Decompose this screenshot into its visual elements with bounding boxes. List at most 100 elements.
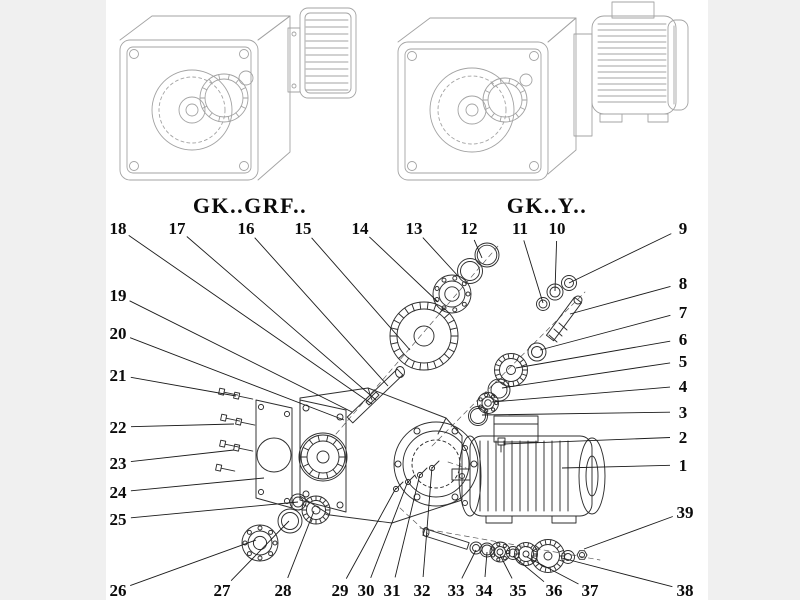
callout-number-25: 25: [110, 510, 127, 529]
leader-line-5: [501, 362, 671, 389]
leader-line-11: [523, 240, 544, 304]
leader-line-23: [130, 449, 235, 463]
axis-motor: [447, 461, 467, 469]
callout-number-9: 9: [679, 219, 688, 238]
axis-input-shaft: [335, 245, 499, 435]
leader-line-28: [287, 510, 315, 579]
callout-number-15: 15: [295, 219, 312, 238]
callout-number-12: 12: [461, 219, 478, 238]
leader-line-17: [186, 236, 377, 401]
callout-number-37: 37: [582, 581, 600, 600]
gear-37: [514, 542, 538, 566]
callout-number-20: 20: [110, 324, 127, 343]
callout-number-31: 31: [384, 581, 401, 600]
leader-line-29: [345, 487, 397, 579]
output-shaft: [422, 527, 470, 550]
callout-number-7: 7: [679, 303, 688, 322]
callout-number-28: 28: [275, 581, 292, 600]
leader-line-7: [539, 314, 671, 351]
model-label-gky: GK..Y..: [507, 193, 588, 218]
callout-labels: 1234567891011121314151617181920212223242…: [110, 219, 694, 600]
axis-lower: [399, 507, 429, 535]
callout-number-35: 35: [510, 581, 527, 600]
snap-ring: [474, 242, 500, 268]
retaining-ring: [289, 493, 307, 511]
leader-line-34: [484, 551, 488, 578]
exploded-view: [215, 242, 606, 573]
leader-line-33: [461, 549, 477, 579]
leader-line-16: [254, 237, 389, 387]
leader-line-32: [422, 466, 433, 578]
page-margin-left: [0, 0, 106, 600]
callout-number-22: 22: [110, 418, 127, 437]
leader-line-3: [481, 411, 671, 416]
callout-number-1: 1: [679, 456, 688, 475]
leader-line-13: [422, 237, 459, 277]
callout-number-2: 2: [679, 428, 688, 447]
callout-number-18: 18: [110, 219, 127, 238]
callout-number-24: 24: [110, 483, 128, 502]
callout-number-19: 19: [110, 286, 127, 305]
leader-line-30: [370, 480, 409, 579]
callout-number-11: 11: [512, 219, 528, 238]
electric-motor: [451, 415, 606, 524]
leader-line-14: [369, 236, 439, 303]
washer-end: [561, 550, 575, 564]
housing-input-gear: [300, 434, 346, 480]
leader-line-19: [129, 300, 353, 413]
bevel-pinion-shaft: [545, 295, 583, 343]
callout-number-13: 13: [406, 219, 423, 238]
gear-housing: [298, 387, 479, 524]
leader-lines: [128, 233, 673, 588]
callout-number-34: 34: [476, 581, 494, 600]
small-ring-9: [561, 275, 577, 291]
lock-nut-39: [576, 550, 588, 560]
leader-line-4: [491, 386, 671, 403]
callout-number-39: 39: [677, 503, 694, 522]
callout-number-27: 27: [214, 581, 232, 600]
flange-plate: [255, 399, 293, 509]
leader-line-2: [503, 437, 671, 445]
leader-line-1: [561, 464, 671, 469]
leader-line-10: [554, 240, 558, 292]
callout-number-23: 23: [110, 454, 127, 473]
leader-line-35: [499, 554, 513, 579]
assembled-view-gkgrf: [119, 7, 357, 181]
spacer-36: [506, 546, 520, 560]
input-gear: [389, 301, 459, 371]
callout-number-33: 33: [448, 581, 465, 600]
leader-line-15: [311, 237, 411, 351]
input-shaft: [346, 366, 405, 424]
axis-bevel-pinion: [431, 291, 586, 447]
page-margin-right: [708, 0, 800, 600]
ball-bearing-35: [489, 541, 511, 563]
leader-line-27: [230, 520, 290, 582]
callout-number-14: 14: [352, 219, 370, 238]
callout-number-3: 3: [679, 403, 688, 422]
model-label-gkgrf: GK..GRF..: [193, 193, 307, 218]
callout-number-36: 36: [546, 581, 563, 600]
small-ring-11: [536, 297, 550, 311]
leader-line-22: [130, 423, 235, 428]
shim-ring: [457, 258, 483, 284]
leader-line-26: [130, 539, 257, 587]
washer-7: [527, 342, 547, 362]
callout-number-4: 4: [679, 377, 688, 396]
callout-number-6: 6: [679, 330, 688, 349]
callout-number-26: 26: [110, 581, 127, 600]
callout-number-30: 30: [358, 581, 375, 600]
leader-line-39: [583, 516, 673, 550]
leader-line-36: [512, 555, 545, 583]
callout-number-21: 21: [110, 366, 127, 385]
callout-number-29: 29: [332, 581, 349, 600]
leader-line-6: [515, 340, 671, 369]
leader-line-21: [130, 376, 237, 397]
callout-number-8: 8: [679, 274, 688, 293]
gear-ring: [301, 495, 331, 525]
callout-number-10: 10: [549, 219, 566, 238]
ring-3: [468, 406, 488, 426]
leader-line-31: [394, 473, 421, 578]
callout-number-38: 38: [677, 581, 694, 600]
